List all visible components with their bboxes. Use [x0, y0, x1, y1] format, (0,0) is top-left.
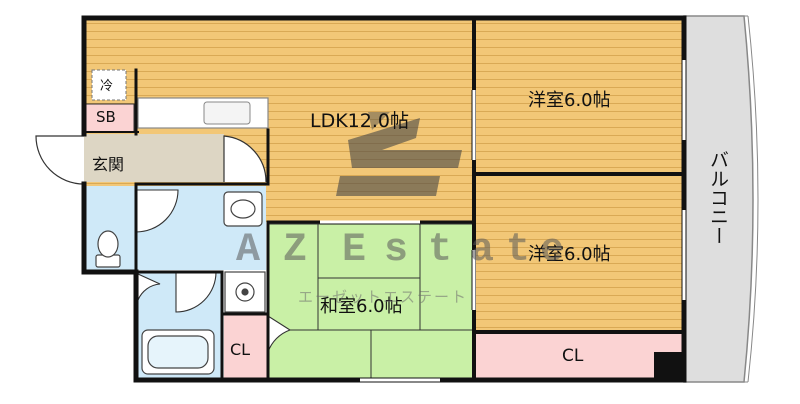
watermark-letter-t1: t	[428, 228, 453, 273]
watermark-letter-t2: t	[506, 228, 531, 273]
western-room-1-floor	[476, 18, 683, 173]
toilet-fixture	[95, 230, 121, 268]
japanese-room-label: 和室6.0帖	[320, 296, 403, 317]
entrance-door	[35, 135, 85, 185]
sink	[203, 101, 251, 125]
fridge-label: 冷	[100, 79, 114, 94]
watermark-letter-e: E	[342, 228, 367, 273]
bathtub	[141, 329, 215, 375]
shoe-box-label: SB	[96, 108, 116, 126]
pipe-shaft	[654, 352, 684, 380]
ldk-label: LDK12.0帖	[310, 110, 409, 132]
closet-2-label: CL	[562, 346, 584, 366]
watermark-logo	[336, 112, 462, 196]
balcony-label: バルコニー	[707, 150, 729, 245]
entrance-label: 玄関	[92, 155, 125, 174]
entrance-floor	[84, 134, 138, 182]
balcony-area	[683, 15, 754, 383]
western-room-2-floor	[476, 176, 683, 332]
watermark-kana: エーゼットエステート	[298, 288, 469, 306]
washer-pan	[224, 271, 266, 313]
wash-basin	[223, 191, 263, 227]
closet-1-floor	[224, 314, 268, 380]
closet-2-floor	[476, 334, 683, 380]
watermark-letter-a2: a	[470, 228, 495, 273]
watermark-letter-e2: e	[540, 228, 565, 273]
western-room-1-label: 洋室6.0帖	[528, 90, 611, 111]
western-room-2-label: 洋室6.0帖	[528, 244, 611, 265]
fridge-space	[91, 69, 127, 101]
hall-door	[223, 135, 267, 183]
watermark-letter-s: s	[384, 228, 409, 273]
watermark-letter-a: A	[236, 228, 261, 273]
hallway-floor	[138, 134, 224, 182]
watermark-letter-z: Z	[283, 228, 308, 273]
closet-1-label: CL	[230, 340, 251, 359]
